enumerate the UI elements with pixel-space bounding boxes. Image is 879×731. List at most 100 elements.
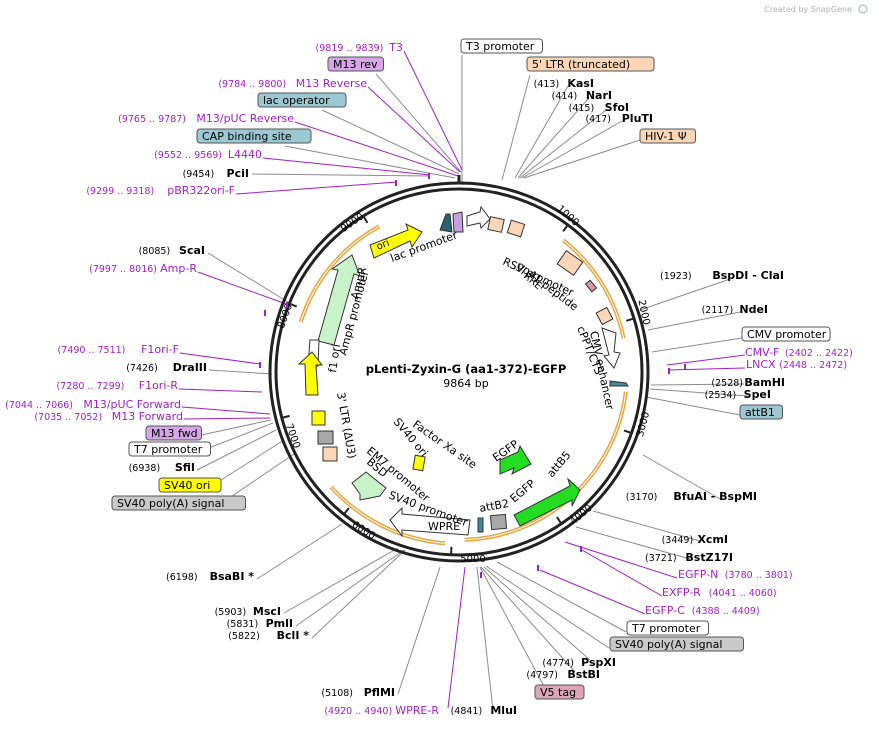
feature-label-t7-promoter[interactable]: T7 promoter xyxy=(128,441,211,457)
feature-label-cmv-f[interactable]: CMV-F(2402 .. 2422) xyxy=(745,346,853,359)
feature-label-f1ori-r[interactable]: F1ori-R(7280 .. 7299) xyxy=(57,379,179,392)
feature-label-amp-r[interactable]: Amp-R(7997 .. 8016) xyxy=(89,262,197,275)
leader-line xyxy=(295,549,405,627)
label-position: (9784 .. 9800) xyxy=(218,79,286,90)
label-position: (7280 .. 7299) xyxy=(57,381,125,392)
feature-label-cap-binding-site[interactable]: CAP binding site xyxy=(196,128,312,144)
feature-label-bstbi[interactable]: BstBI(4797) xyxy=(526,668,600,681)
feature-label-t7-promoter[interactable]: T7 promoter xyxy=(626,620,709,636)
feature-label-egfp-n[interactable]: EGFP-N(3780 .. 3801) xyxy=(678,568,793,581)
label-text: pBR322ori-F xyxy=(167,184,235,197)
label-box xyxy=(196,128,312,144)
label-position: (417) xyxy=(585,114,611,125)
label-text: LNCX xyxy=(746,358,776,371)
feature-label-bcli[interactable]: BclI *(5822) xyxy=(228,629,309,642)
feature-label-5-ltr-truncated[interactable]: 5' LTR (truncated) xyxy=(526,56,655,72)
feature-label-cmv-promoter[interactable]: CMV promoter xyxy=(741,326,831,342)
feature-label-v5-tag[interactable]: V5 tag xyxy=(534,684,585,700)
primer-site-mark xyxy=(684,364,686,370)
feature-label-sv40-ori[interactable]: SV40 ori xyxy=(158,477,222,493)
feature-label-t3-promoter[interactable]: T3 promoter xyxy=(460,38,543,54)
feature-label-bstz17i[interactable]: BstZ17I(3721) xyxy=(645,551,733,564)
label-text: KasI xyxy=(567,77,594,90)
feature-label-sfoi[interactable]: SfoI(415) xyxy=(569,101,629,114)
feature-label-m13-puc-reverse[interactable]: M13/pUC Reverse(9765 .. 9787) xyxy=(118,112,294,125)
label-position: (5108) xyxy=(321,688,353,699)
leader-line xyxy=(651,337,743,353)
leader-line xyxy=(575,526,691,560)
label-position: (9552 .. 9569) xyxy=(154,150,222,161)
label-text: SfoI xyxy=(605,101,629,114)
feature-label-hiv-1[interactable]: HIV-1 Ψ xyxy=(639,128,696,144)
label-text: 5' LTR (truncated) xyxy=(532,58,630,71)
watermark-text: Created by SnapGene xyxy=(764,5,852,14)
label-text: BamHI xyxy=(744,376,785,389)
feature-label-lac-operator[interactable]: lac operator xyxy=(257,92,347,108)
feature-label-pcii[interactable]: PciI(9454) xyxy=(183,167,249,180)
feature-label-m13-puc-forward[interactable]: M13/pUC Forward(7044 .. 7066) xyxy=(5,398,181,411)
label-text: BstBI xyxy=(567,668,600,681)
feature-label-bfuai-bspmi[interactable]: BfuAI - BspMI(3170) xyxy=(626,490,757,503)
tick-mark xyxy=(288,302,298,308)
label-text: BspDI - ClaI xyxy=(712,269,784,282)
feature-label-m13-forward[interactable]: M13 Forward(7035 .. 7052) xyxy=(34,410,183,423)
feature-label-pspxi[interactable]: PspXI(4774) xyxy=(542,656,616,669)
feature-label-spei[interactable]: SpeI(2534) xyxy=(705,388,771,401)
feature-label-pflmi[interactable]: PflMI(5108) xyxy=(321,686,395,699)
label-text: V5 tag xyxy=(540,686,576,699)
feature-label-pluti[interactable]: PluTI(417) xyxy=(585,112,653,125)
sv40-ori-inner-feature xyxy=(412,454,426,472)
feature-label-sv40-poly-a-signal[interactable]: SV40 poly(A) signal xyxy=(111,495,246,511)
feature-label-m13-fwd[interactable]: M13 fwd xyxy=(145,425,202,441)
feature-label-egfp-c[interactable]: EGFP-C(4388 .. 4409) xyxy=(645,604,760,617)
feature-label-sv40-poly-a-signal[interactable]: SV40 poly(A) signal xyxy=(609,636,744,652)
leader-line xyxy=(251,173,431,177)
feature-label-sfii[interactable]: SfiI(6938) xyxy=(129,461,195,474)
inner-label-wpre: WPRE xyxy=(428,520,460,533)
tick-mark xyxy=(562,224,569,232)
leader-line xyxy=(645,396,741,416)
feature-label-m13-reverse[interactable]: M13 Reverse(9784 .. 9800) xyxy=(218,77,367,90)
label-text: T3 xyxy=(388,41,403,54)
leader-line xyxy=(523,139,641,179)
feature-label-draiii[interactable]: DraIII(7426) xyxy=(126,361,207,374)
feature-label-bamhi[interactable]: BamHI(2528) xyxy=(711,376,785,389)
label-text: SV40 poly(A) signal xyxy=(615,638,722,651)
label-text: M13/pUC Reverse xyxy=(196,112,294,125)
feature-label-l4440[interactable]: L4440(9552 .. 9569) xyxy=(154,148,262,161)
label-text: CMV promoter xyxy=(747,328,827,341)
label-text: EGFP-C xyxy=(645,604,685,617)
leader-line xyxy=(179,352,261,365)
label-text: M13 rev xyxy=(333,58,378,71)
site-marks xyxy=(259,173,686,578)
feature-label-t3[interactable]: T3(9819 .. 9839) xyxy=(316,41,403,54)
leader-line xyxy=(592,510,701,542)
leader-line xyxy=(397,566,441,695)
label-position: (5822) xyxy=(228,631,260,642)
feature-label-wpre-r[interactable]: WPRE-R(4920 .. 4940) xyxy=(324,704,439,717)
leader-line xyxy=(514,85,569,179)
leader-line xyxy=(485,565,610,649)
feature-label-exfp-r[interactable]: EXFP-R(4041 .. 4060) xyxy=(662,586,777,599)
feature-label-pbr322ori-f[interactable]: pBR322ori-F(9299 .. 9318) xyxy=(86,184,235,197)
feature-label-pmli[interactable]: PmlI(5831) xyxy=(227,617,293,630)
feature-label-xcmi[interactable]: XcmI(3449) xyxy=(662,533,728,546)
feature-label-bspdi-clai[interactable]: BspDI - ClaI(1923) xyxy=(660,269,784,282)
feature-label-lncx[interactable]: LNCX(2448 .. 2472) xyxy=(746,358,847,371)
feature-label-mlui[interactable]: MluI(4841) xyxy=(451,704,517,717)
feature-label-kasi[interactable]: KasI(413) xyxy=(534,77,594,90)
feature-label-f1ori-f[interactable]: F1ori-F(7490 .. 7511) xyxy=(58,343,179,356)
feature-label-attb1[interactable]: attB1 xyxy=(739,404,783,420)
primer-site-mark xyxy=(259,362,261,368)
feature-label-ndei[interactable]: NdeI(2117) xyxy=(702,303,768,316)
feature-label-msci[interactable]: MscI(5903) xyxy=(215,605,281,618)
label-text: NarI xyxy=(586,89,612,102)
label-text: F1ori-F xyxy=(141,343,179,356)
label-text: NdeI xyxy=(739,303,768,316)
leader-line xyxy=(262,157,431,176)
feature-label-nari[interactable]: NarI(414) xyxy=(552,89,612,102)
feature-label-scai[interactable]: ScaI(8085) xyxy=(139,244,205,257)
feature-label-bsabi[interactable]: BsaBI *(6198) xyxy=(166,570,254,583)
label-text: CAP binding site xyxy=(202,130,292,143)
feature-label-m13-rev[interactable]: M13 rev xyxy=(327,56,384,72)
